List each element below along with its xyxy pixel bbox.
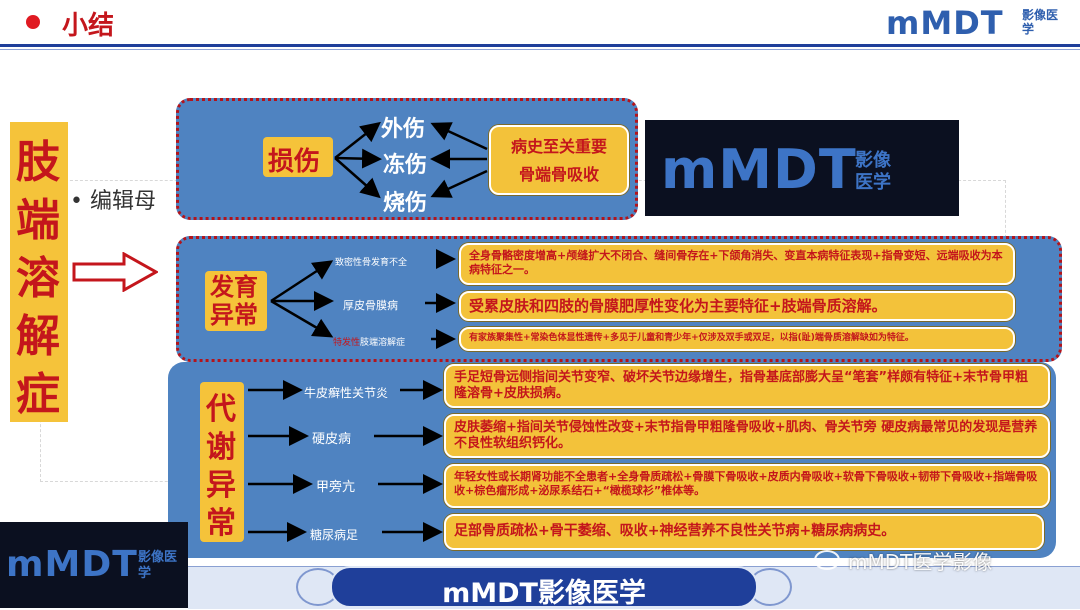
dev-label-box: 发育 异常 bbox=[205, 271, 267, 331]
injury-panel: 损伤 外伤 冻伤 烧伤 病史至关重要 骨端骨吸收 bbox=[176, 98, 638, 220]
dev-label-line2: 异常 bbox=[210, 301, 258, 329]
dev-row-name-rest: 肢端溶解症 bbox=[360, 338, 406, 348]
dev-row-name: 致密性骨发育不全 bbox=[335, 258, 408, 268]
meta-arrows bbox=[248, 380, 443, 542]
header-bar: 小结 mMDT 影像医学 bbox=[0, 0, 1080, 46]
header-logo-sub: 影像医学 bbox=[1022, 8, 1059, 36]
dev-row-name-red: 特发性 bbox=[333, 338, 361, 348]
header-logo-text: mMDT bbox=[886, 4, 1004, 42]
dev-desc-box: 全身骨骼密度增高+颅缝扩大不闭合、缝间骨存在+下颌角消失、变直本病特征表现+指骨… bbox=[459, 243, 1015, 285]
meta-label-char: 异 bbox=[206, 468, 236, 503]
meta-row-name: 甲旁亢 bbox=[316, 480, 356, 495]
meta-desc-box: 年轻女性或长期肾功能不全患者+全身骨质疏松+骨膜下骨吸收+皮质内骨吸收+软骨下骨… bbox=[444, 464, 1050, 508]
logo-small-sub: 影像医学 bbox=[138, 550, 178, 581]
logo-large-sub: 影像医学 bbox=[855, 150, 891, 193]
bullet-dot-icon bbox=[26, 15, 40, 29]
bg-bullet-text: • 编辑母 bbox=[70, 189, 156, 214]
dev-row-name: 厚皮骨膜病 bbox=[343, 299, 398, 312]
meta-label-box: 代 谢 异 常 bbox=[200, 382, 244, 542]
meta-desc-box: 足部骨质疏松+骨干萎缩、吸收+神经营养不良性关节病+糖尿病病史。 bbox=[444, 514, 1044, 550]
meta-label-char: 代 bbox=[206, 392, 236, 427]
side-title-char: 解 bbox=[16, 311, 60, 362]
header-divider-thin bbox=[0, 49, 1080, 50]
meta-row-name: 牛皮癣性关节炎 bbox=[304, 386, 389, 400]
dev-desc-box: 有家族聚集性+常染色体显性遗传+多见于儿童和青少年+仅涉及双手或双足，以指(趾)… bbox=[459, 327, 1015, 351]
main-arrow-icon bbox=[72, 252, 158, 292]
logo-block-large: mMDT 影像医学 bbox=[645, 120, 959, 216]
header-logo: mMDT 影像医学 bbox=[886, 4, 1076, 42]
injury-item: 冻伤 bbox=[383, 153, 428, 178]
chat-bubble-icon bbox=[814, 550, 840, 570]
meta-label-char: 常 bbox=[206, 506, 236, 541]
page-title: 小结 bbox=[62, 11, 115, 41]
logo-small-text: mMDT bbox=[6, 544, 138, 585]
dev-label-line1: 发育 bbox=[210, 273, 258, 301]
injury-note-line2: 骨端骨吸收 bbox=[518, 165, 599, 184]
dev-panel: 发育 异常 致密性骨发育不全 厚皮骨膜病 特发性肢端溶解症 全身骨骼密度增高+颅… bbox=[176, 236, 1062, 362]
injury-label: 损伤 bbox=[268, 147, 321, 177]
injury-item: 外伤 bbox=[381, 117, 426, 142]
meta-row-name: 糖尿病足 bbox=[310, 528, 359, 542]
side-title-char: 溶 bbox=[16, 253, 60, 304]
bg-bullet-label: 编辑母 bbox=[89, 189, 156, 214]
logo-large-text: mMDT bbox=[661, 138, 857, 201]
meta-desc-box: 手足短骨远侧指间关节变窄、破坏关节边缘增生，指骨基底部膨大呈“笔套”样颇有特征+… bbox=[444, 364, 1050, 408]
injury-label-box: 损伤 bbox=[263, 137, 333, 177]
injury-arrows bbox=[334, 121, 488, 199]
side-title-box: 肢 端 溶 解 症 bbox=[10, 122, 68, 422]
dev-desc-box: 受累皮肤和四肢的骨膜肥厚性变化为主要特征+肢端骨质溶解。 bbox=[459, 291, 1015, 321]
injury-note-box: 病史至关重要 骨端骨吸收 bbox=[489, 125, 629, 195]
footer-banner-text: mMDT影像医学 bbox=[442, 578, 646, 609]
meta-label-char: 谢 bbox=[206, 430, 236, 465]
meta-row-name: 硬皮病 bbox=[312, 432, 352, 447]
meta-panel: 代 谢 异 常 牛皮癣性关节炎 硬皮病 甲旁亢 糖尿病足 手足短骨远侧指间关节变… bbox=[168, 362, 1056, 558]
injury-note-line1: 病史至关重要 bbox=[510, 137, 607, 156]
logo-block-small: mMDT 影像医学 bbox=[0, 522, 188, 608]
dev-row-name-3: 特发性肢端溶解症 bbox=[333, 335, 405, 348]
side-title-char: 症 bbox=[16, 369, 60, 420]
watermark-text: mMDT医学影像 bbox=[848, 550, 993, 574]
meta-desc-box: 皮肤萎缩+指间关节侵蚀性改变+末节指骨甲粗隆骨吸收+肌肉、骨关节旁 硬皮病最常见… bbox=[444, 414, 1050, 458]
footer-banner: mMDT影像医学 bbox=[330, 566, 758, 609]
dev-arrows bbox=[270, 249, 456, 349]
side-title-char: 肢 bbox=[16, 137, 60, 188]
injury-item: 烧伤 bbox=[383, 191, 428, 216]
side-title-char: 端 bbox=[16, 195, 60, 246]
header-divider bbox=[0, 44, 1080, 47]
